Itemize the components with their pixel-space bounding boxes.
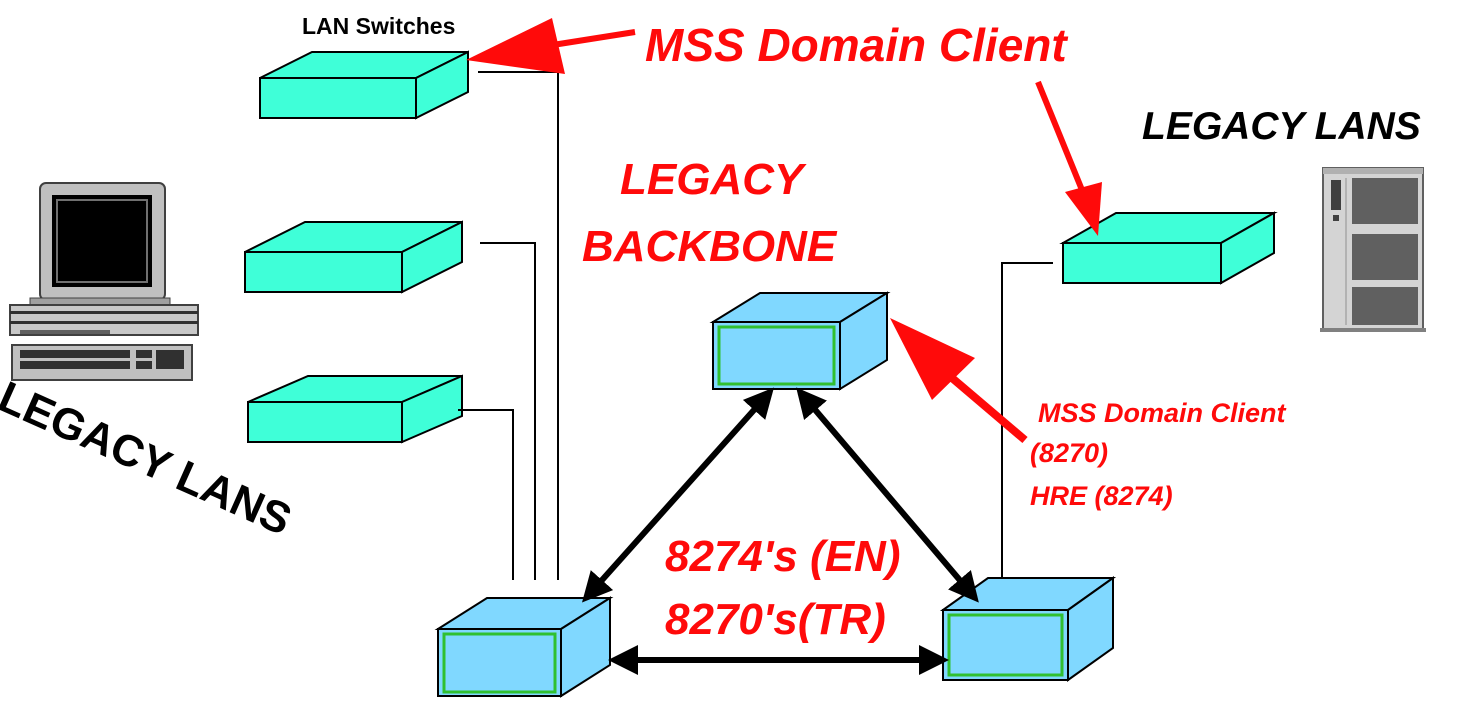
right-cabling — [1001, 262, 1053, 580]
backbone-node-right — [939, 576, 1117, 682]
center-label-line1: 8274's (EN) — [665, 532, 901, 581]
lan-switch-top — [259, 50, 469, 120]
lan-switch-right — [1059, 211, 1278, 285]
lan-switch-middle — [244, 220, 463, 294]
link-top-right — [796, 387, 979, 603]
legacy-backbone-line2: BACKBONE — [582, 222, 837, 271]
server-icon — [1320, 167, 1426, 332]
mss-client-note-line3: HRE (8274) — [1030, 481, 1173, 511]
center-label-line2: 8270's(TR) — [665, 595, 886, 644]
red-arrow-top-left — [466, 18, 636, 74]
left-cabling — [458, 71, 559, 580]
lan-switch-bottom — [247, 374, 463, 444]
backbone-node-top — [709, 291, 891, 391]
mss-client-note-line2: (8270) — [1030, 438, 1109, 468]
lan-switches-label: LAN Switches — [302, 13, 456, 39]
pc-icon — [9, 182, 199, 381]
mss-domain-client-title: MSS Domain Client — [645, 19, 1067, 71]
red-arrow-client — [890, 318, 1028, 444]
link-top-left — [582, 387, 774, 603]
backbone-links — [582, 387, 979, 675]
legacy-lans-right-label: LEGACY LANS — [1142, 105, 1421, 148]
legacy-backbone-line1: LEGACY — [620, 155, 804, 204]
mss-client-note-line1: MSS Domain Client — [1038, 398, 1286, 428]
red-arrow-top-right — [1035, 80, 1102, 236]
backbone-node-left — [434, 596, 614, 698]
